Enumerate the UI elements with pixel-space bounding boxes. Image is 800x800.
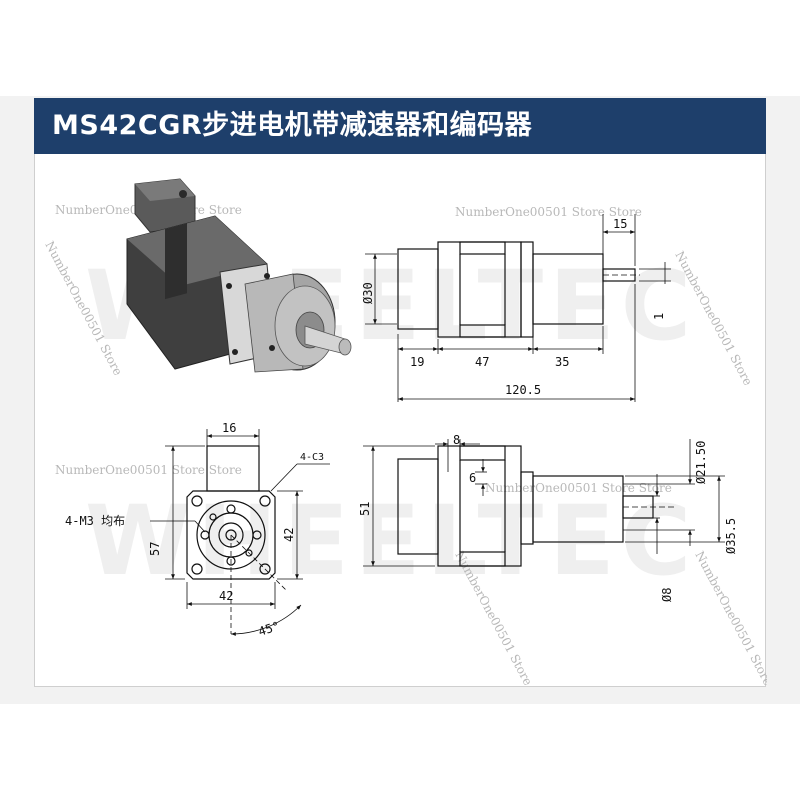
lower-side-view-dimensions	[363, 439, 725, 567]
dim-key-depth: 1	[652, 313, 666, 320]
motor-3d-render	[126, 178, 352, 373]
drawing-canvas: WHEELTEC WHEELTEC NumberOne00501 Store S…	[42, 178, 767, 687]
dim-total-height: 57	[148, 542, 162, 556]
page-title: MS42CGR步进电机带减速器和编码器	[52, 110, 533, 141]
dim-flange-width: 42	[219, 589, 233, 603]
title-banner: MS42CGR步进电机带减速器和编码器	[34, 98, 766, 154]
side-view-labels: 15 Ø30 1 19 47 35 120.5	[361, 217, 666, 397]
dim-lower-6: 6	[469, 471, 476, 485]
dim-body-diameter: Ø30	[361, 282, 375, 304]
dim-mount-holes: 4-M3 均布	[65, 514, 125, 528]
side-view-drawing	[397, 241, 640, 338]
dim-encoder-length: 19	[410, 355, 424, 369]
brand-watermark-bottom: WHEELTEC	[85, 485, 697, 597]
store-watermark-3: NumberOne00501 Store Store	[55, 463, 242, 477]
dim-inner-diameter: Ø21.50	[694, 441, 708, 484]
dim-encoder-width: 16	[222, 421, 236, 435]
store-watermark-2: NumberOne00501 Store Store	[455, 205, 642, 219]
front-view-labels: 16 4-C3 4-M3 均布 57 42 42 45°	[65, 421, 324, 639]
dim-angle: 45°	[257, 619, 282, 639]
dim-total-length: 120.5	[505, 383, 541, 397]
dim-flange-height: 42	[282, 528, 296, 542]
dim-gearbox-length: 35	[555, 355, 569, 369]
lower-side-view-labels: 8 6 51 Ø21.50 Ø35.5 Ø8	[358, 433, 738, 602]
store-watermark-10: NumberOne00501 Store	[692, 549, 767, 687]
technical-drawing-area: WHEELTEC WHEELTEC NumberOne00501 Store S…	[34, 154, 767, 687]
dim-outer-diameter: Ø35.5	[724, 518, 738, 554]
dim-lower-height: 51	[358, 502, 372, 516]
dim-lower-8: 8	[453, 433, 460, 447]
lower-side-view-drawing	[397, 445, 675, 567]
side-view-dimensions	[365, 214, 671, 402]
dim-chamfer: 4-C3	[300, 452, 324, 463]
dim-shaft-length: 15	[613, 217, 627, 231]
dim-motor-length: 47	[475, 355, 489, 369]
dim-shaft-diameter: Ø8	[660, 588, 674, 602]
front-view-dimensions	[150, 429, 330, 636]
store-watermark-4: NumberOne00501 Store Store	[485, 481, 672, 495]
